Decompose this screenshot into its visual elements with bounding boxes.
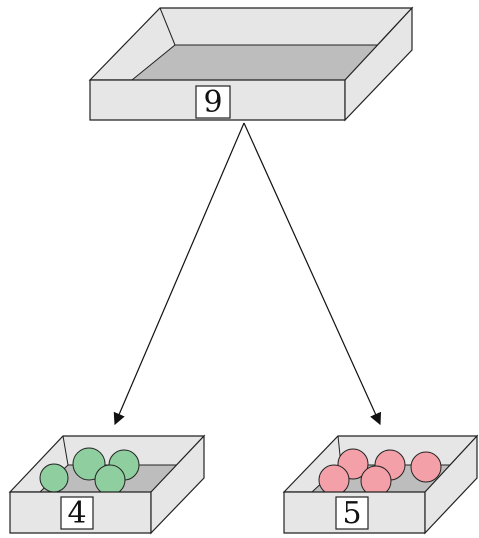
arrow-to-left-box (113, 122, 245, 426)
ball-green (39, 463, 69, 493)
arrow-to-right-box (243, 122, 382, 426)
left-box: 4 (8, 434, 206, 535)
ball-green (94, 464, 126, 496)
left-box-number: 4 (67, 496, 86, 531)
right-box-number: 5 (342, 496, 361, 531)
ball-red (410, 451, 442, 483)
top-box-number: 9 (203, 85, 222, 120)
top-box: 9 (88, 6, 414, 122)
ball-red (318, 464, 350, 496)
right-box: 5 (282, 434, 479, 535)
left-box-label-frame (60, 496, 94, 530)
top-box-label-frame (195, 85, 231, 119)
right-box-label-frame (335, 496, 369, 530)
